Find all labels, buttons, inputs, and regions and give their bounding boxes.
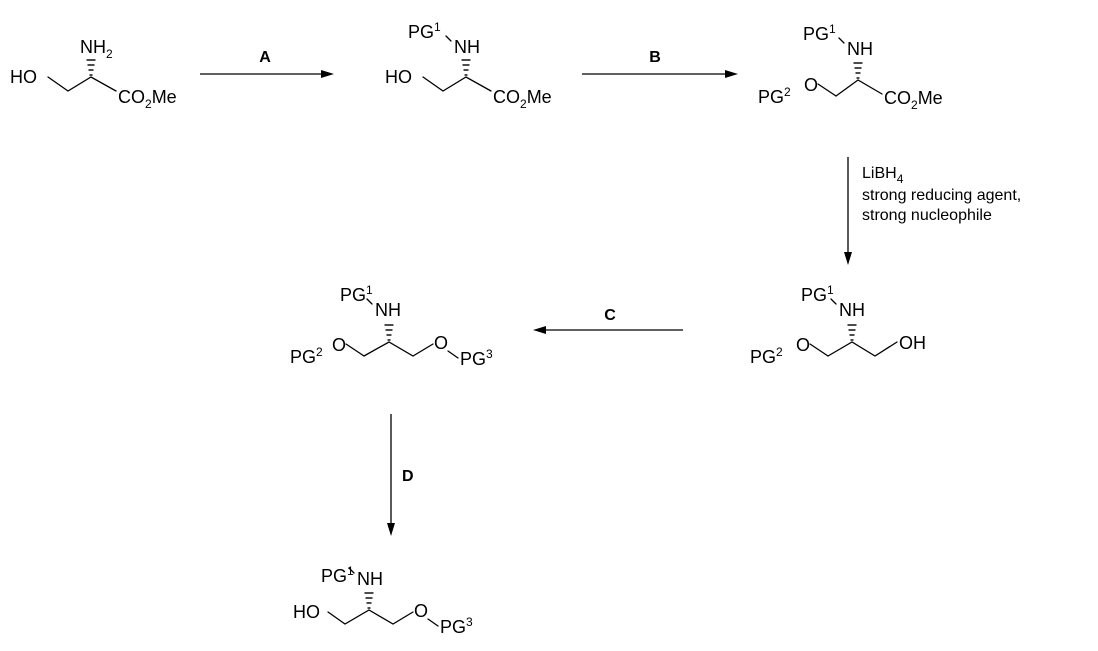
o-ch2-bond xyxy=(817,83,837,97)
hydroxyl-label: HO xyxy=(10,67,37,87)
pg1-label: PG1 xyxy=(340,283,373,305)
pg1-label: PG1 xyxy=(408,20,441,42)
carbon-chain-bonds xyxy=(422,76,492,92)
ether-oxygen-label: O xyxy=(414,601,428,621)
carbon-chain-bonds xyxy=(827,341,898,357)
ether-oxygen-label: O xyxy=(332,335,346,355)
pg1-label: PG1 xyxy=(803,22,836,44)
pg1-bond xyxy=(830,298,837,305)
carbon-chain-bonds xyxy=(47,76,117,92)
pg3-label: PG3 xyxy=(460,347,493,369)
amine-label: NH xyxy=(839,300,865,320)
stereo-bond-hash xyxy=(85,59,97,76)
carbon-chain-bonds xyxy=(363,341,434,357)
step-label-b: B xyxy=(649,49,661,66)
pg1-label: PG1 xyxy=(321,564,354,586)
carbon-chain-bonds xyxy=(835,79,883,97)
o-ch2-bond-left xyxy=(345,343,365,357)
stereo-bond-hash xyxy=(363,592,375,609)
amine-label: NH2 xyxy=(80,37,113,61)
pg2-label: PG2 xyxy=(290,345,323,367)
pg1-label: PG1 xyxy=(801,283,834,305)
reagent-note-reducing: strong reducing agent, xyxy=(862,187,1021,204)
pg2-label: PG2 xyxy=(758,85,791,107)
reagent-libh4: LiBH4 xyxy=(862,165,904,186)
amine-label: NH xyxy=(454,37,480,57)
stereo-bond-hash xyxy=(383,324,395,341)
pg1-bond xyxy=(366,298,373,305)
ester-label: CO2Me xyxy=(493,87,552,111)
pg3-label: PG3 xyxy=(440,615,473,637)
o-pg3-bond xyxy=(427,618,439,627)
amine-label: NH xyxy=(375,300,401,320)
ester-label: CO2Me xyxy=(118,87,177,111)
o-pg3-bond xyxy=(447,350,459,359)
compound-n-o-protected-serine-ester: PG2 O NH PG1 CO2Me xyxy=(758,22,943,112)
compound-n-protected-serine-ester: HO NH PG1 CO2Me xyxy=(385,20,552,111)
hydroxyl-label: OH xyxy=(899,333,926,353)
o-ch2-bond xyxy=(809,343,829,357)
reaction-arrow-d: D xyxy=(387,414,414,536)
ether-oxygen-label: O xyxy=(796,335,810,355)
reaction-arrow-b: B xyxy=(582,49,738,78)
hydroxyl-label: HO xyxy=(385,67,412,87)
stereo-bond-hash xyxy=(852,62,864,79)
step-label-a: A xyxy=(259,49,271,66)
compound-fully-protected: PG2 O O PG3 NH PG1 xyxy=(290,283,493,369)
ester-label: CO2Me xyxy=(884,88,943,112)
ether-oxygen-label: O xyxy=(804,75,818,95)
pg2-label: PG2 xyxy=(750,345,783,367)
reaction-arrow-a: A xyxy=(200,49,334,78)
amine-label: NH xyxy=(357,569,383,589)
amine-label: NH xyxy=(847,39,873,59)
ether-oxygen-label-right: O xyxy=(434,333,448,353)
reduction-arrow: LiBH4 strong reducing agent, strong nucl… xyxy=(844,157,1021,265)
stereo-bond-hash xyxy=(846,324,858,341)
compound-mono-protected-amino-diol: HO O PG3 NH PG1 xyxy=(293,564,473,637)
compound-serine-methyl-ester: HO NH2 CO2Me xyxy=(10,37,177,111)
step-label-d: D xyxy=(402,468,414,485)
pg1-bond xyxy=(348,567,355,574)
pg1-bond xyxy=(445,35,452,42)
hydroxyl-label: HO xyxy=(293,602,320,622)
pg1-bond xyxy=(838,37,845,44)
carbon-chain-bonds xyxy=(327,609,414,625)
stereo-bond-hash xyxy=(460,59,472,76)
compound-amino-alcohol: PG2 O NH PG1 OH xyxy=(750,283,926,367)
step-label-c: C xyxy=(604,307,616,324)
reaction-arrow-c: C xyxy=(533,307,683,334)
reagent-note-nucleophile: strong nucleophile xyxy=(862,207,992,224)
